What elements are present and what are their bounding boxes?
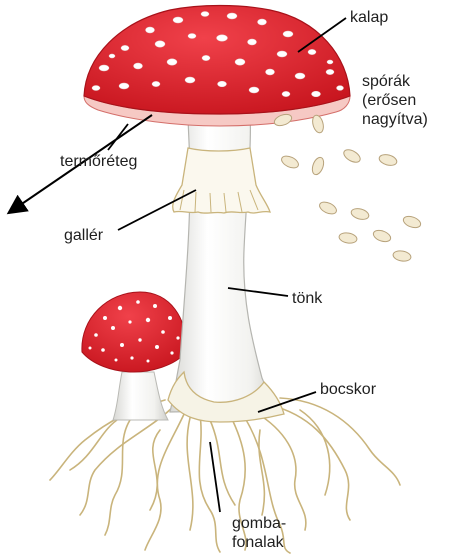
spores — [273, 112, 422, 262]
label-sporak: spórák (erősen nagyítva) — [362, 72, 428, 129]
small-mushroom-stem — [113, 372, 168, 420]
label-gombafonalak: gomba- fonalak — [232, 514, 286, 552]
label-termoreteg: termőréteg — [60, 152, 137, 171]
label-kalap: kalap — [350, 8, 388, 27]
label-tonk: tönk — [292, 289, 322, 308]
label-bocskor: bocskor — [320, 380, 376, 399]
small-mushroom-cap — [82, 292, 186, 372]
main-cap — [84, 6, 350, 115]
label-galler: gallér — [64, 226, 103, 245]
